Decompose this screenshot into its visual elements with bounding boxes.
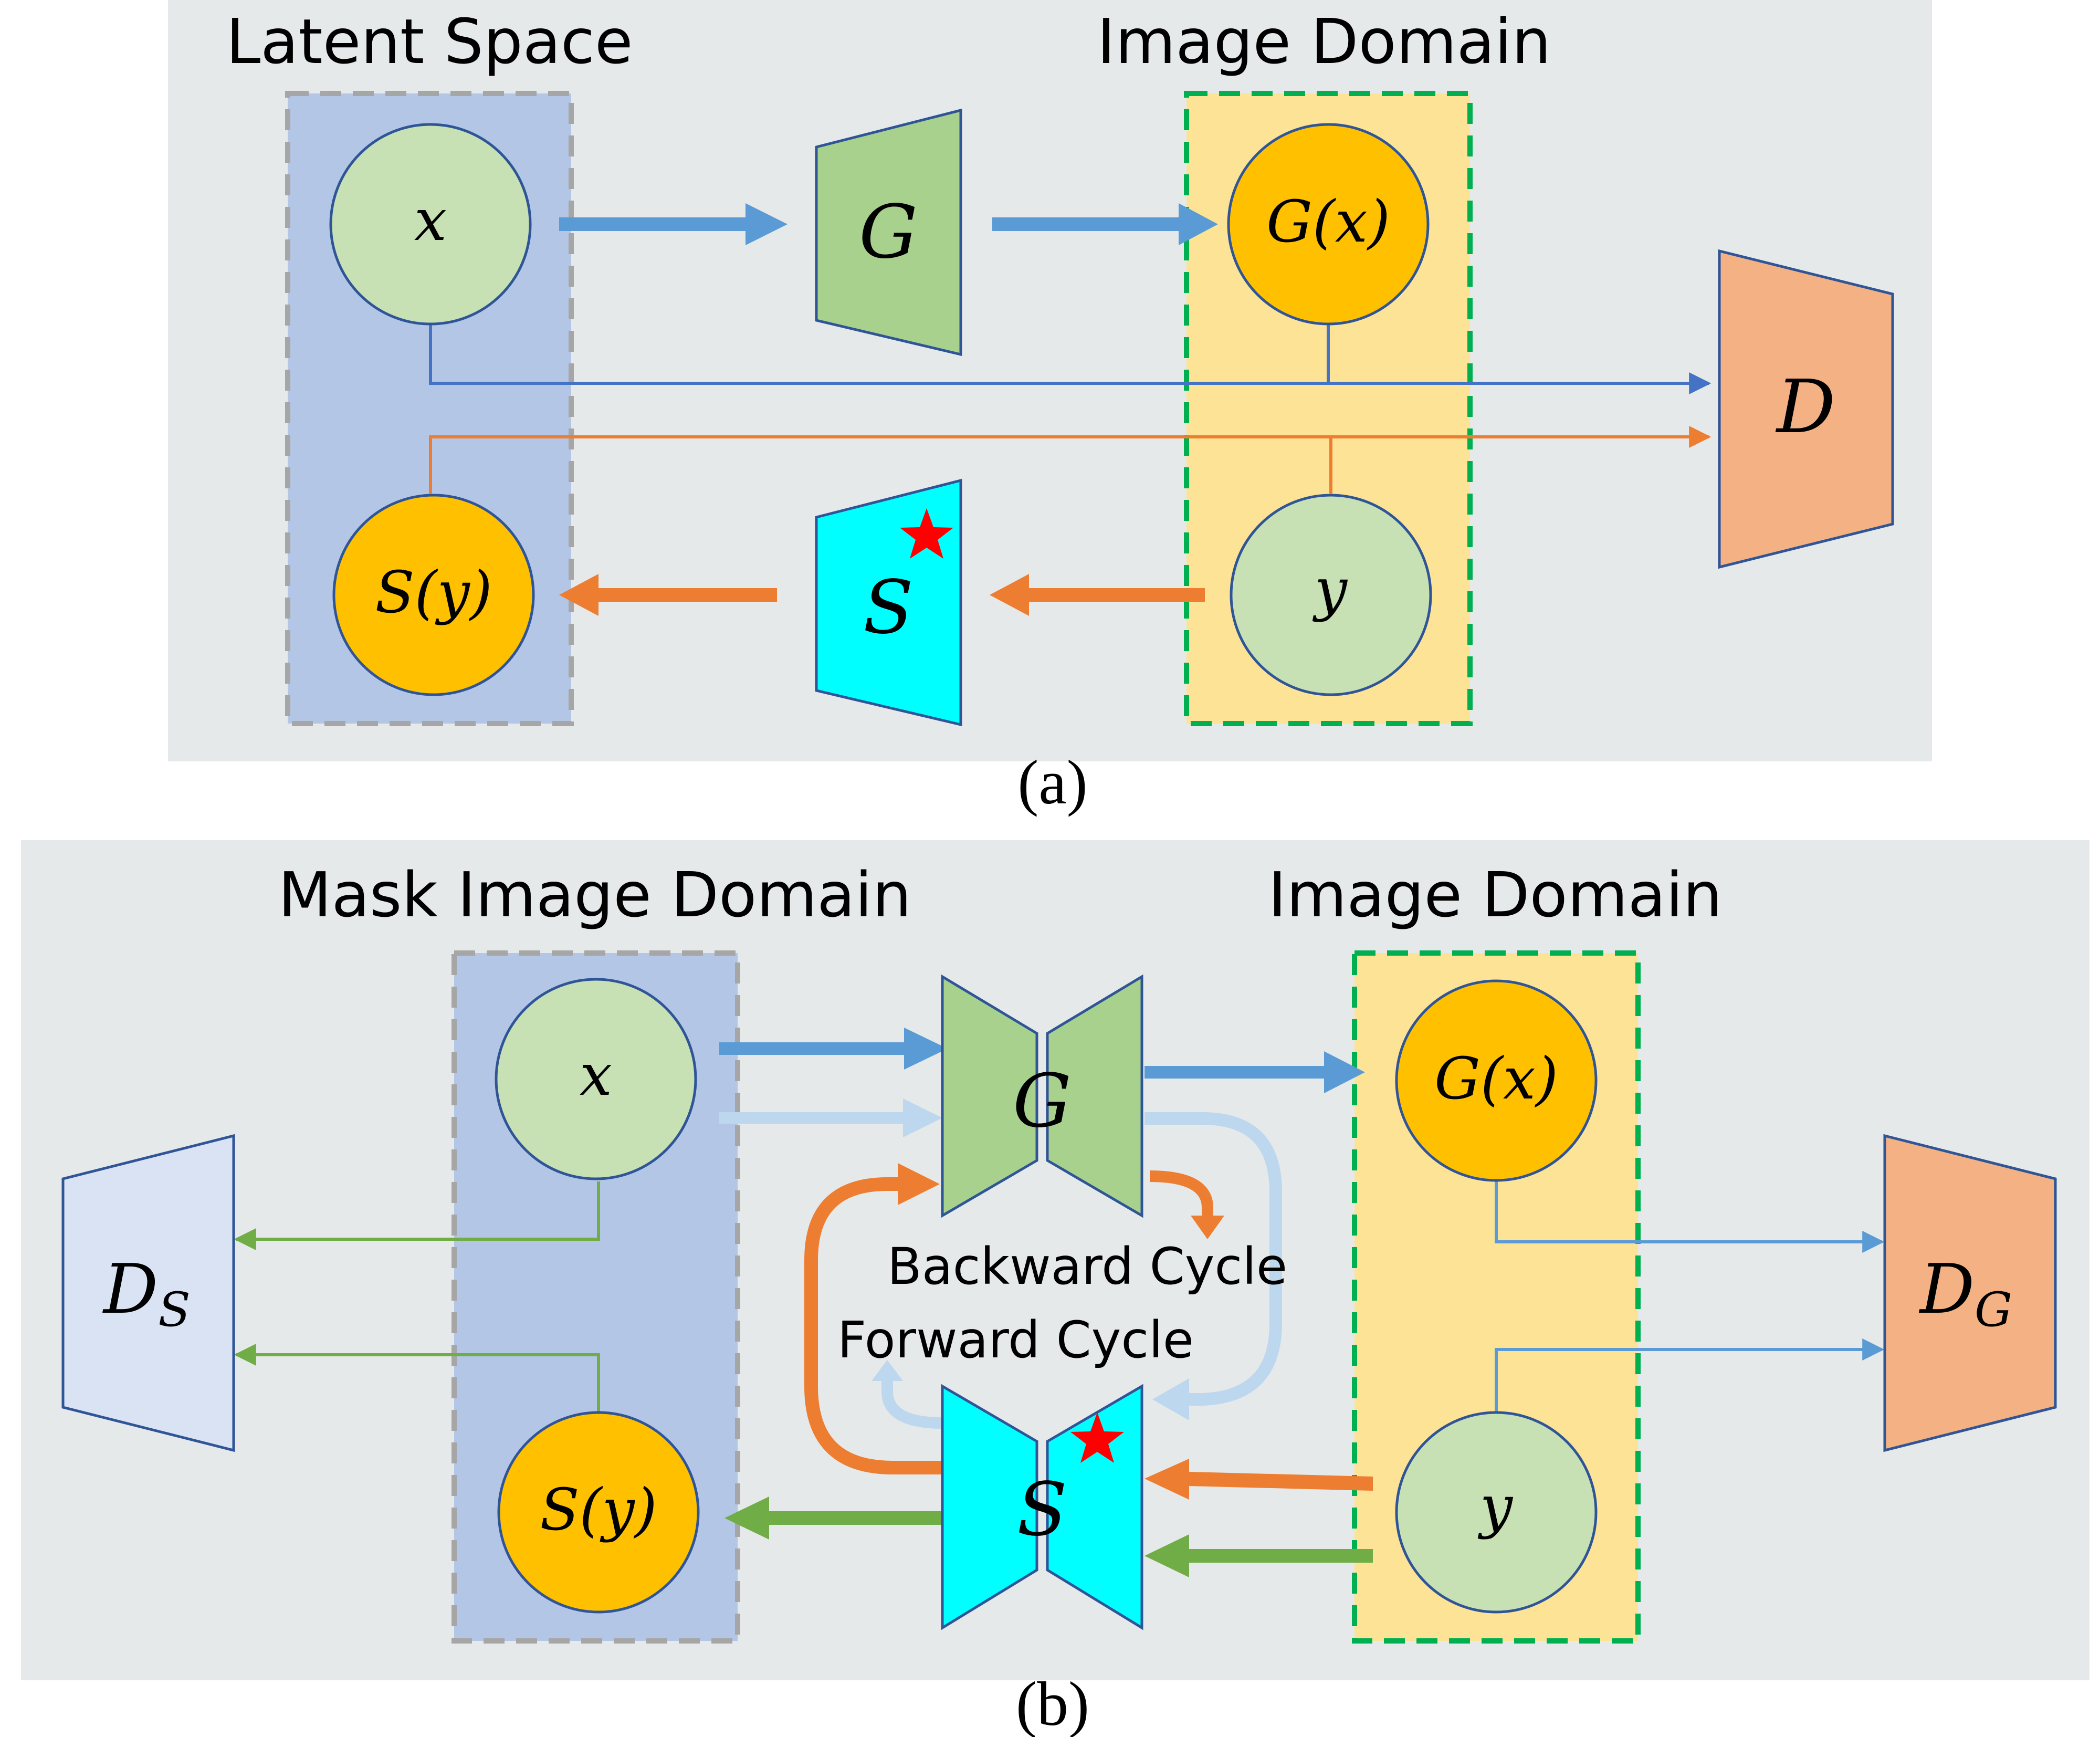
x-node-a bbox=[329, 123, 532, 326]
mask-image-domain-title: Mask Image Domain bbox=[278, 859, 911, 931]
g-label-a: G bbox=[859, 190, 918, 275]
backward-cycle-label: Backward Cycle bbox=[887, 1237, 1287, 1296]
forward-cycle-loop-head bbox=[1152, 1378, 1189, 1420]
x-to-g-arrow-b bbox=[719, 1028, 948, 1070]
caption-a: (a) bbox=[1017, 747, 1087, 817]
y-to-s-arrow bbox=[990, 574, 1205, 616]
backward-cycle-small-arrow bbox=[1149, 1170, 1213, 1218]
y-label-b: y bbox=[1477, 1473, 1514, 1540]
ds-label-main: D bbox=[102, 1249, 158, 1329]
sy-node-b bbox=[497, 1411, 700, 1614]
x-to-ds-line bbox=[234, 1181, 600, 1250]
s-to-sy-arrow-b bbox=[724, 1497, 942, 1540]
y-node-b bbox=[1395, 1411, 1598, 1614]
forward-cycle-label: Forward Cycle bbox=[837, 1311, 1194, 1369]
s-label-b: S bbox=[1017, 1467, 1067, 1553]
ds-label: DS bbox=[102, 1249, 191, 1337]
backward-cycle-small-head bbox=[1191, 1216, 1224, 1239]
generator-g-b bbox=[941, 974, 1143, 1218]
g-to-gx-arrow bbox=[992, 203, 1218, 245]
sy-label-b: S(y) bbox=[540, 1476, 657, 1543]
y-label-a: y bbox=[1312, 556, 1348, 623]
discriminator-dg bbox=[1883, 1134, 2057, 1452]
d-label-a: D bbox=[1775, 364, 1835, 450]
x-node-b bbox=[495, 978, 697, 1180]
y-to-dg-line bbox=[1495, 1338, 1885, 1412]
latent-space-title: Latent Space bbox=[226, 5, 633, 78]
gx-label-b: G(x) bbox=[1434, 1045, 1558, 1112]
forward-cycle-small-arrow bbox=[881, 1378, 943, 1429]
caption-b: (b) bbox=[1016, 1669, 1089, 1737]
discriminator-d-a bbox=[1718, 249, 1894, 569]
segmenter-s-b bbox=[941, 1384, 1143, 1630]
s-to-sy-arrow bbox=[559, 574, 777, 616]
gx-label-a: G(x) bbox=[1266, 188, 1390, 255]
forward-cycle-small-head bbox=[872, 1360, 903, 1381]
g-to-gx-arrow-b bbox=[1144, 1051, 1365, 1093]
image-domain-title-b: Image Domain bbox=[1268, 859, 1723, 931]
backward-cycle-loop-head bbox=[898, 1163, 940, 1205]
x-to-g-arrow bbox=[559, 203, 788, 245]
star-icon-b bbox=[1070, 1412, 1124, 1463]
s-label-a: S bbox=[863, 565, 914, 651]
discriminator-ds bbox=[61, 1134, 235, 1452]
y-to-s-orange-arrow bbox=[1144, 1459, 1373, 1500]
star-icon-a bbox=[900, 508, 953, 559]
backward-cycle-loop bbox=[804, 1177, 942, 1474]
x-label-a: x bbox=[414, 186, 447, 254]
image-domain-title-a: Image Domain bbox=[1097, 5, 1551, 78]
gx-node-b bbox=[1395, 979, 1598, 1182]
g-label-b: G bbox=[1013, 1059, 1072, 1144]
generator-g-a bbox=[815, 108, 962, 357]
sy-label-a: S(y) bbox=[375, 559, 492, 626]
x-label-b: x bbox=[580, 1041, 612, 1108]
gx-to-dg-line bbox=[1495, 1181, 1885, 1253]
panel-b: Mask Image Domain Image Domain bbox=[21, 840, 2090, 1737]
dg-label-sub: G bbox=[1975, 1282, 2012, 1337]
ds-label-sub: S bbox=[158, 1282, 191, 1337]
y-node-a bbox=[1230, 494, 1432, 696]
sy-to-ds-line bbox=[234, 1344, 600, 1412]
dg-label-main: D bbox=[1919, 1249, 1975, 1329]
gx-node-a bbox=[1227, 123, 1430, 326]
dg-label: DG bbox=[1919, 1249, 2012, 1337]
sy-node-a bbox=[332, 494, 535, 696]
panel-a: Latent Space Image Domain x G(x) bbox=[168, 0, 1932, 817]
forward-cycle-loop bbox=[1144, 1112, 1282, 1406]
sy-to-d-line bbox=[429, 426, 1712, 494]
x-to-d-line bbox=[429, 324, 1712, 394]
x-to-g-light-arrow bbox=[719, 1098, 942, 1137]
y-to-s-green-arrow bbox=[1144, 1534, 1373, 1577]
